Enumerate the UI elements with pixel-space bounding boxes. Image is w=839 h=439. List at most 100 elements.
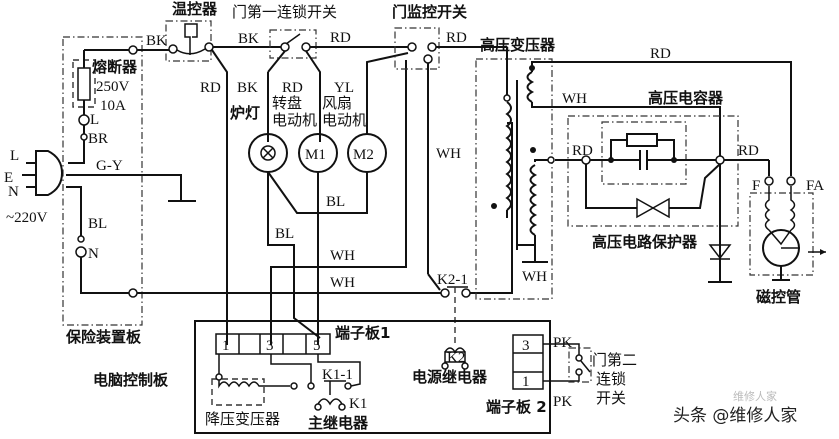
terminal-board-1-label: 端子板1 [335,324,390,342]
oven-lamp-label: 炉灯 [230,104,260,122]
terminal-n [75,246,87,258]
k2-1-label: K2-1 [437,272,468,288]
hv-primary-coil-icon [505,101,512,211]
protection-board-label: 保险装置板 [65,328,142,346]
k2-1-contact [440,288,450,298]
wire-rd-hv-top-label: RD [650,46,671,62]
fuse-label: 熔断器 [92,58,138,76]
hv-protector-label: 高压电路保护器 [592,233,698,251]
power-relay-coil-icon [444,351,466,363]
fuse-current: 10A [100,98,126,114]
computer-control-board-box [194,320,551,434]
hv-protector-diode-icon [651,197,670,219]
fan-label-2: 电动机 [322,111,367,129]
hv-transformer-label: 高压变压器 [480,36,556,54]
k1-label: K1 [349,396,367,412]
plug-l-label: L [10,148,19,164]
wire-rd-cap-label: RD [572,143,593,159]
hv-capacitor-label: 高压电容器 [648,89,724,107]
hv-transformer-box [475,58,553,300]
wire-bk1-label: BK [146,33,167,49]
door-second-interlock-icon [580,360,591,373]
fuse-icon [77,67,91,101]
fan-label-1: 风扇 [322,94,352,112]
watermark-faint: 维修人家 [733,389,777,403]
terminal-5-label: 5 [313,338,321,354]
wire-wh2-label: WH [330,275,355,291]
turntable-label-1: 转盘 [272,94,302,112]
filament-coil-icon [526,71,535,103]
terminal-board-2 [512,334,544,390]
magnetron-fa-label: FA [806,178,824,194]
terminal-l [78,114,90,126]
wire-pk-bottom-label: PK [553,394,572,410]
m1-label: M1 [305,147,326,163]
plug-n-label: N [8,184,19,200]
door-second-interlock-label-1: 门第二 [592,351,637,369]
wire-pk-top-label: PK [553,335,572,351]
k1-1-label: K1-1 [322,367,353,383]
wire-wh-mid-label: WH [436,146,461,162]
wire-rd-turntable-label: RD [282,80,303,96]
door-monitor-switch-label: 门监控开关 [392,3,467,21]
door-monitor-switch-box [394,27,440,70]
turntable-label-2: 电动机 [272,111,317,129]
wire-gy-label: G-Y [96,158,123,174]
power-plug-icon [35,150,64,196]
protection-board-box [62,36,143,326]
door-second-interlock-label-3: 开关 [596,389,626,407]
door-first-interlock-label: 门第一连锁开关 [232,3,337,21]
door-second-interlock-label-2: 连锁 [596,370,626,388]
stepdown-transformer-box [211,378,265,406]
wire-bk3-label: BK [237,80,258,96]
door-second-interlock-box [568,347,592,383]
door-first-interlock-box [269,29,317,59]
tb2-terminal-3-label: 3 [522,338,530,354]
wire-rd-top-label: RD [330,30,351,46]
terminal-l-label: L [90,112,99,128]
thermostat-label: 温控器 [172,0,218,18]
bleeder-resistor-icon [626,133,658,147]
wire-bl-mid-label: BL [326,194,345,210]
terminal-out-top [128,45,138,55]
terminal-board-1 [215,333,331,355]
wire-yl-label: YL [334,80,354,96]
terminal-n-label: N [88,246,99,262]
main-relay-label: 主继电器 [308,414,369,432]
stepdown-transformer-label: 降压变压器 [205,410,280,428]
magnetron-label: 磁控管 [756,288,801,306]
terminal-3-label: 3 [266,338,274,354]
terminal-1-label: 1 [222,338,230,354]
hv-protector-box [567,115,739,227]
thermostat-icon [184,23,198,55]
wire-bk2-label: BK [238,31,259,47]
hv-secondary-coil-icon [529,164,538,236]
computer-control-board-label: 电脑控制板 [93,371,169,389]
interlock-switch-icon [285,33,301,45]
magnetron-f-label: F [752,178,760,194]
power-relay-label: 电源继电器 [412,368,488,386]
terminal-board-2-label: 端子板 2 [486,398,547,416]
terminal-br-label: BR [88,131,108,147]
watermark-main: 头条 @维修人家 [673,406,797,426]
wire-bl-low-label: BL [275,226,294,242]
fuse-voltage: 250V [96,79,130,95]
plug-e-label: E [4,170,13,186]
hv-capacitor-box [601,121,687,185]
wire-rd-mag-label: RD [738,143,759,159]
hv-diode-icon [708,244,732,260]
wire-wh1-label: WH [330,248,355,264]
magnetron-box [749,192,814,276]
k2-label: K2 [447,350,465,366]
voltage-label: ~220V [6,210,48,226]
tb2-terminal-1-label: 1 [522,374,530,390]
stepdown-transformer-icon [218,380,290,389]
wire-rd-mon-label: RD [446,30,467,46]
thermostat-box [165,20,212,62]
wire-wh-trans-label: WH [562,91,587,107]
m2-label: M2 [353,147,374,163]
wire-rd-lamp-label: RD [200,80,221,96]
wire-bl-n-label: BL [88,216,107,232]
wire-wh-gnd-label: WH [522,269,547,285]
